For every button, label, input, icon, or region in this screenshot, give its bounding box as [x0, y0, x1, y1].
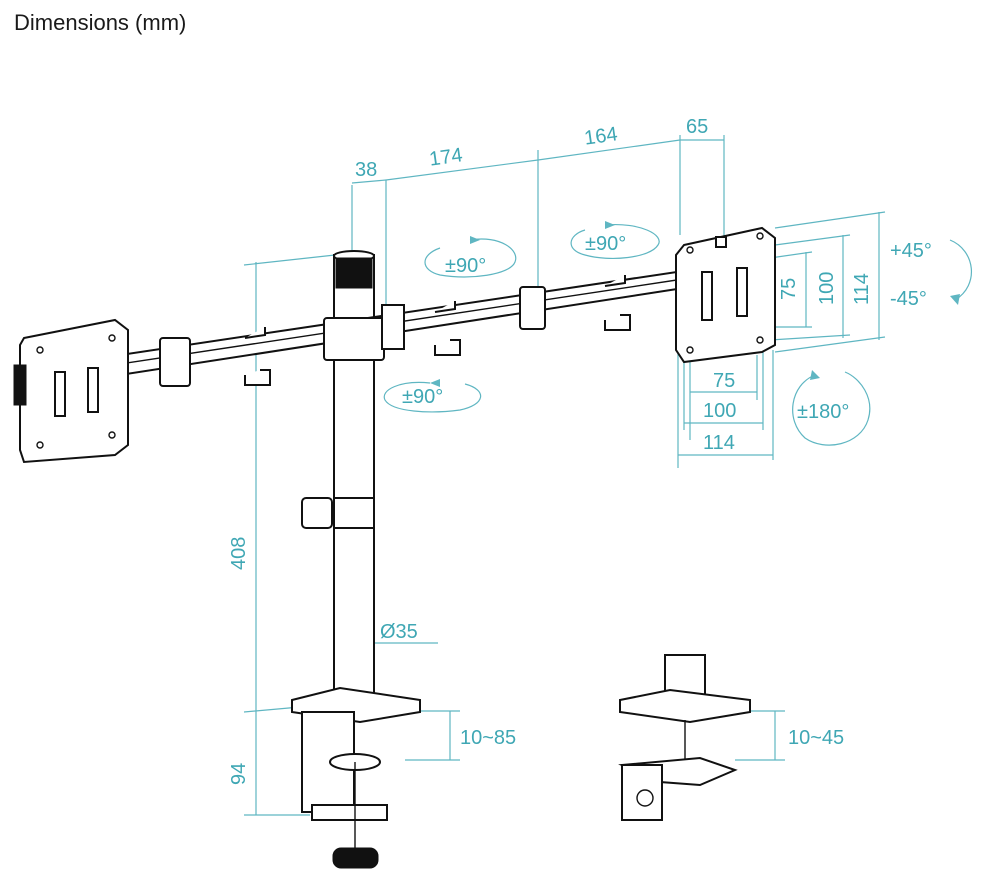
rotation-label-middle: ±90°	[585, 233, 626, 255]
tilt-down-label: -45°	[890, 288, 927, 310]
dimension-38: 38	[355, 159, 377, 181]
dimension-164: 164	[583, 123, 619, 149]
vesa-horizontal-75: 75	[713, 370, 735, 392]
rotation-180-label: ±180°	[797, 401, 849, 423]
vesa-horizontal-114: 114	[703, 432, 735, 454]
grommet-clamp	[618, 654, 751, 821]
clamp-range-dimension-lines	[405, 710, 460, 761]
vesa-plate-right	[675, 226, 776, 364]
vesa-plate-left	[13, 318, 129, 464]
vesa-vertical-114: 114	[851, 273, 873, 305]
rotation-label-left: ±90°	[445, 255, 486, 277]
rotation-label-lower: ±90°	[402, 386, 443, 408]
pole-diameter-label: Ø35	[380, 621, 418, 643]
height-94: 94	[228, 763, 250, 785]
rotation-arrows	[383, 221, 972, 446]
grommet-range-dimension-lines	[735, 710, 785, 761]
vesa-vertical-100: 100	[816, 272, 838, 305]
desk-clamp	[291, 686, 421, 869]
tilt-up-label: +45°	[890, 240, 932, 262]
dimension-174: 174	[428, 144, 464, 170]
grommet-range-label: 10~45	[788, 727, 844, 749]
dimension-65: 65	[686, 116, 708, 138]
vesa-vertical-75: 75	[778, 278, 800, 300]
vesa-horizontal-100: 100	[703, 400, 736, 422]
top-dimension-lines	[351, 135, 725, 305]
height-408: 408	[228, 537, 250, 570]
page-title: Dimensions (mm)	[14, 10, 187, 35]
cable-clips	[244, 275, 631, 386]
clamp-range-label: 10~85	[460, 727, 516, 749]
vesa-horizontal-dimension-lines	[677, 350, 774, 468]
vesa-vertical-dimension-lines	[769, 211, 886, 353]
